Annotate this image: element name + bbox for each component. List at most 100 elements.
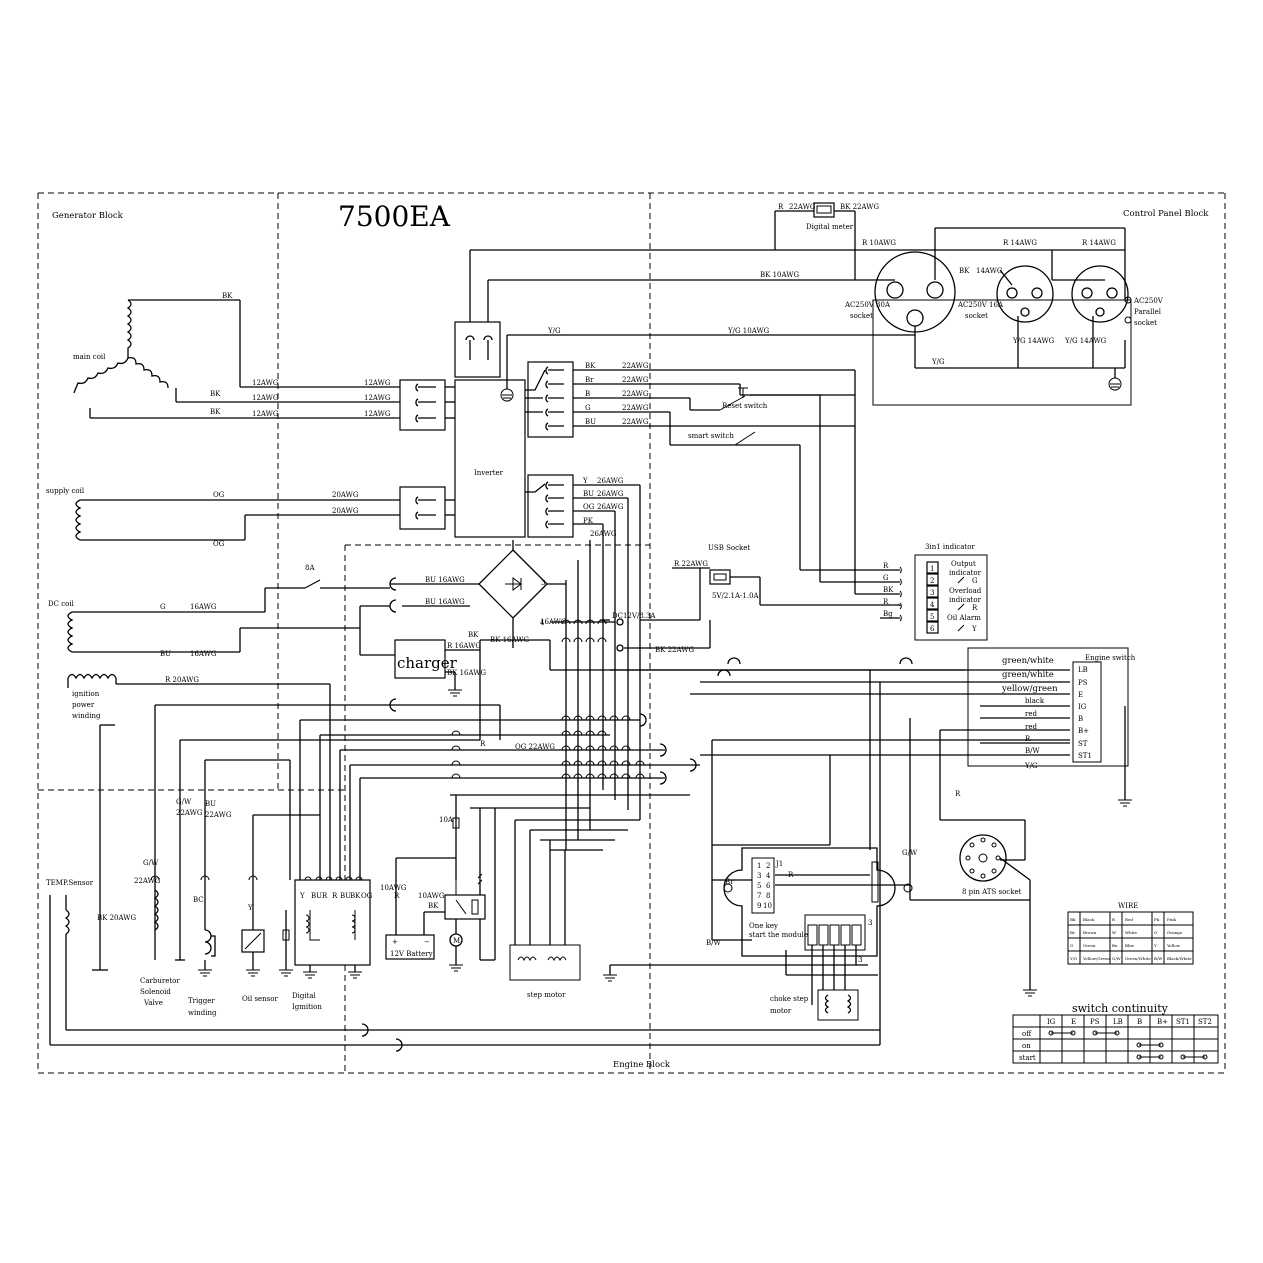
3in1-indicator: 3in1 indicator 1 2 3 4 5 6 Output indica…	[899, 543, 988, 641]
module-pin: 8	[766, 892, 770, 900]
ignition-pin: BU	[340, 892, 351, 900]
wire-label: Y/G	[931, 358, 945, 366]
wire-label: BK	[428, 902, 439, 910]
continuity-header: ST2	[1198, 1018, 1212, 1026]
wire-label: BC	[193, 896, 204, 904]
wire-label: 22AWG	[622, 404, 649, 412]
continuity-header: PS	[1090, 1018, 1100, 1026]
wire-table-cell: Bu	[1112, 943, 1118, 948]
wire-label: BK	[210, 408, 221, 416]
indicator-label: indicator	[949, 569, 982, 577]
parallel-socket-label: socket	[1134, 319, 1157, 327]
usb-socket-label: USB Socket	[708, 544, 750, 552]
connector-pin-3: 3	[868, 919, 872, 927]
continuity-header: E	[1071, 1018, 1076, 1026]
module-pin: 5	[757, 882, 761, 890]
bridge-pin-4: 4	[540, 619, 545, 627]
wire-label: R	[788, 871, 794, 879]
wire-label: 22AWG	[622, 390, 649, 398]
engine-switch-wire: B/W	[1025, 747, 1041, 755]
wire-label: BU 16AWG	[425, 598, 465, 606]
choke-pin-3: 3	[858, 956, 862, 964]
indicator-pin: 5	[930, 613, 934, 621]
wire-label: 14AWG	[976, 267, 1003, 275]
wire-table-cell: Pk	[1154, 917, 1160, 922]
wire-label: Bg	[883, 610, 893, 618]
battery-label: 12V Battery	[390, 950, 433, 958]
ignition-pin: OG	[361, 892, 373, 900]
ignition-label: Digital	[292, 992, 317, 1000]
carburetor-label: Valve	[143, 999, 163, 1007]
wire-table-cell: Orange	[1167, 930, 1183, 935]
ignition-pin: R	[332, 892, 338, 900]
indicator-pin: 4	[930, 601, 935, 609]
ignition-pin: BK	[350, 892, 361, 900]
socket-30a-label: socket	[850, 312, 873, 320]
trigger-label: winding	[188, 1009, 217, 1017]
battery: 12V Battery + − 10AWG R 10AWG BK	[380, 884, 445, 960]
wire-label: Br	[725, 878, 734, 886]
wire-label: 10AWG	[418, 892, 445, 900]
signal-pins	[525, 366, 564, 431]
block-borders	[37, 192, 1226, 1074]
wire-label: R 14AWG	[1003, 239, 1037, 247]
wire-label: G	[883, 574, 889, 582]
step-motor-label: step motor	[527, 991, 566, 999]
continuity-header: ST1	[1176, 1018, 1190, 1026]
wire-label: R	[778, 203, 784, 211]
usb-rating-label: 5V/2.1A-1.0A	[712, 592, 760, 600]
wire-label: BK 16AWG	[490, 636, 529, 644]
wire-label: R 10AWG	[862, 239, 896, 247]
wire-label: G	[585, 404, 591, 412]
indicator-color: G	[972, 577, 978, 585]
wire-label: B	[585, 390, 590, 398]
ignition-label: winding	[72, 712, 101, 720]
engine-switch-pin: ST1	[1078, 752, 1092, 760]
wire-label: OG	[213, 491, 225, 499]
engine-switch-wire: red	[1025, 723, 1037, 731]
ignition-pin: Y	[299, 892, 305, 900]
starter-relay	[444, 894, 486, 920]
breaker-label: 8A	[305, 564, 315, 572]
ats-socket-label: 8 pin ATS socket	[962, 888, 1022, 896]
dc-coil-label: DC coil	[48, 600, 75, 608]
wire-label: 12AWG	[252, 379, 279, 387]
engine-block-label: Engine Block	[613, 1060, 671, 1070]
inverter-label: Inverter	[474, 469, 504, 477]
wire-table-cell: Br	[1070, 930, 1075, 935]
socket-16a-label: AC250V 16A	[957, 301, 1004, 309]
wire-label: 16AWG	[190, 650, 217, 658]
engine-switch-wire: red	[1025, 710, 1037, 718]
wire-label: 10AWG	[380, 884, 407, 892]
wire-table-cell: Yellow/Green	[1082, 956, 1110, 961]
supply-coil-connector	[399, 486, 446, 530]
one-key-label: start the module	[749, 931, 808, 939]
continuity-header: B+	[1157, 1018, 1168, 1026]
wire-label: BK	[959, 267, 970, 275]
indicator-label: Overload	[949, 587, 982, 595]
ignition-pin: BU	[311, 892, 322, 900]
continuity-title: switch continuity	[1072, 1002, 1169, 1015]
parallel-socket-label: AC250V	[1133, 297, 1164, 305]
wire-label: 22AWG	[176, 809, 203, 817]
wire-table-cell: Black/White	[1167, 956, 1192, 961]
ignition-label: Igmition	[292, 1003, 322, 1011]
battery-plus: +	[392, 938, 398, 946]
wire-table-cell: W	[1112, 930, 1117, 935]
wire-table-cell: Green	[1083, 943, 1096, 948]
wire-label: 22AWG	[789, 203, 816, 211]
choke-label: choke step	[770, 995, 809, 1003]
continuity-row-label: on	[1022, 1042, 1031, 1050]
inverter-box	[454, 379, 526, 538]
wire-label: 16AWG	[540, 618, 567, 626]
wire-label: 22AWG	[134, 877, 161, 885]
oil-sensor: Y Oil sensor	[241, 904, 278, 1003]
wire-label: Br	[585, 376, 594, 384]
wire-label: BK 10AWG	[760, 271, 799, 279]
wire-label: 26AWG	[597, 490, 624, 498]
bridge-rectifier: 3 4	[478, 549, 548, 627]
dc-coil: DC coil G 16AWG BU 16AWG	[48, 588, 360, 658]
ignition-pin: R	[322, 892, 328, 900]
wire-label: 20AWG	[332, 491, 359, 499]
wire-label: R	[883, 562, 889, 570]
